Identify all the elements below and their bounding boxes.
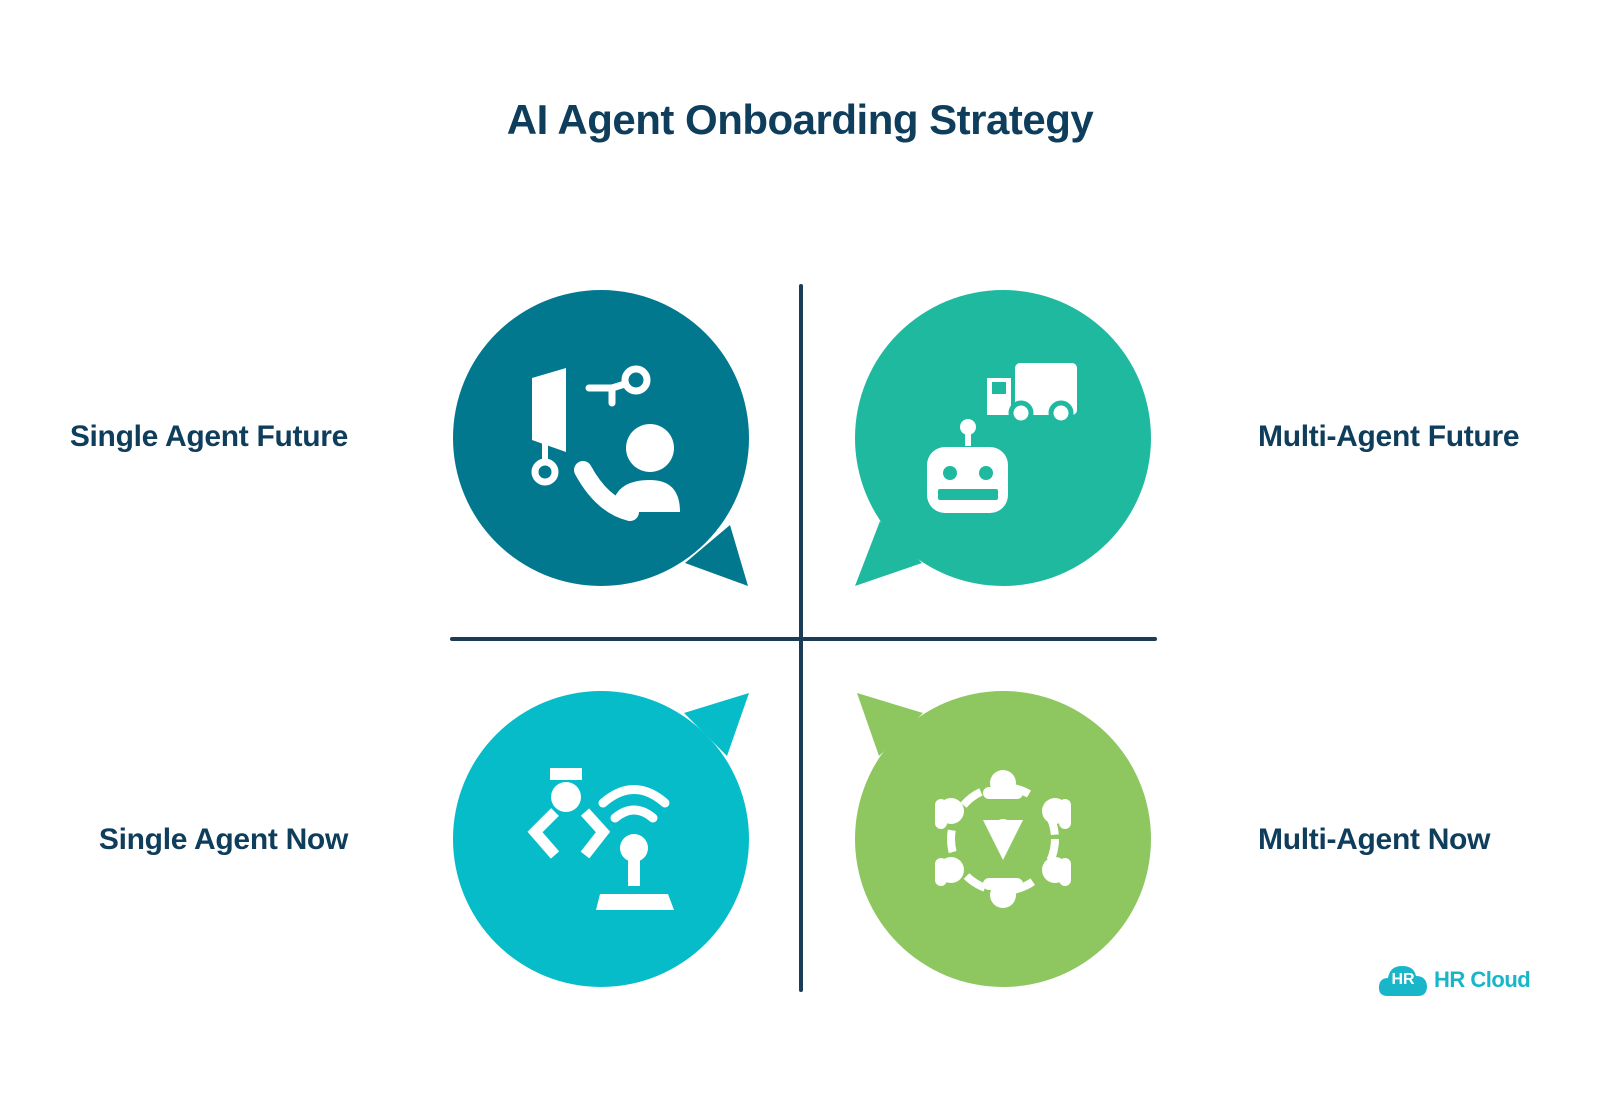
label-multi-agent-now: Multi-Agent Now (1258, 823, 1491, 856)
label-multi-agent-future: Multi-Agent Future (1258, 420, 1520, 453)
label-single-agent-now: Single Agent Now (98, 823, 348, 856)
bubble-single-agent-future (453, 290, 749, 586)
bubble-single-agent-now (453, 691, 749, 987)
cloud-icon: HR (1378, 960, 1428, 1000)
bubble-multi-agent-now (855, 691, 1151, 987)
robot-arm-user-icon (531, 365, 680, 521)
hr-cloud-logo: HR HR Cloud (1378, 960, 1531, 1000)
page-title: AI Agent Onboarding Strategy (506, 96, 1094, 143)
logo-wordmark: HR Cloud (1434, 967, 1531, 992)
bubble-multi-agent-future (855, 290, 1151, 586)
network-people-icon (935, 770, 1071, 908)
logo-badge-text: HR (1391, 971, 1415, 988)
robotic-arm-joystick-icon (527, 768, 674, 910)
label-single-agent-future: Single Agent Future (69, 420, 348, 453)
robot-truck-icon (927, 363, 1077, 513)
